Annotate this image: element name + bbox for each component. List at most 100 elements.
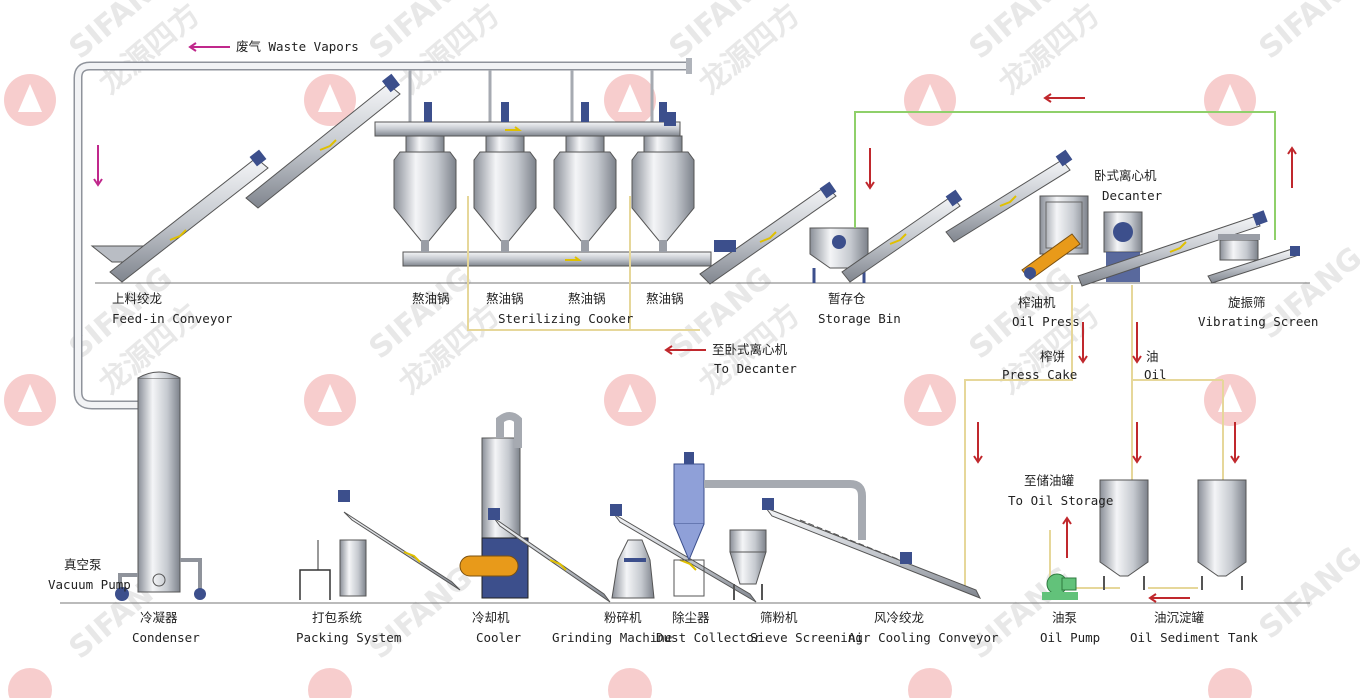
sieve-screening-label-en: Sieve Screening xyxy=(750,630,863,645)
press-cake-arrow xyxy=(1078,322,1088,364)
oil-press xyxy=(1021,195,1089,281)
oil-pump xyxy=(1042,573,1078,600)
oil-sediment-tank-1 xyxy=(1099,479,1149,590)
dust-collector xyxy=(673,452,866,597)
air-cooling-conveyor-label-cn: 风冷绞龙 xyxy=(874,610,924,625)
watermark-logo xyxy=(308,668,352,698)
watermark-logo xyxy=(908,668,952,698)
waste-vapor-pipe xyxy=(73,58,692,410)
vacuum-pump-label-en: Vacuum Pump xyxy=(48,577,131,592)
oil-pump-label-cn: 油泵 xyxy=(1052,610,1077,625)
cooker-2-label: 熬油锅 xyxy=(486,291,524,306)
sieve-screening-label-cn: 筛粉机 xyxy=(760,610,798,625)
return-down-arrow xyxy=(865,148,875,190)
watermark-logo xyxy=(904,74,956,126)
to-oil-storage-label-cn: 至储油罐 xyxy=(1024,473,1075,488)
oil-down-arrow-2 xyxy=(1230,422,1240,464)
oil-label-cn: 油 xyxy=(1146,349,1159,364)
flow-arrows xyxy=(93,42,1297,603)
vapor-down-arrow xyxy=(93,145,103,187)
watermark-logo xyxy=(304,74,356,126)
vapor-branch-pipes xyxy=(408,70,654,125)
watermark-logo xyxy=(608,668,652,698)
feed-conveyor-label-cn: 上料绞龙 xyxy=(112,291,162,306)
air-cooling-conveyor xyxy=(762,498,982,599)
waste-vapor-arrow xyxy=(188,42,230,52)
grinding-machine-label-en: Grinding Machine xyxy=(552,630,672,645)
oil-sediment-tank-label-cn: 油沉淀罐 xyxy=(1154,610,1205,625)
sterilizing-cooker-4 xyxy=(631,102,695,252)
watermark-text: SIFANG xyxy=(1253,0,1360,66)
labels: 废气 Waste Vapors 上料绞龙 Feed-in Conveyor 熬油… xyxy=(48,39,1318,645)
watermark-logo xyxy=(4,74,56,126)
oil-sediment-tank-2 xyxy=(1197,479,1247,590)
decanter-label-en: Decanter xyxy=(1102,188,1163,203)
grinding-machine-label-cn: 粉碎机 xyxy=(604,610,642,625)
cooler xyxy=(459,412,611,603)
oil-label-en: Oil xyxy=(1144,367,1167,382)
vibrating-up-arrow xyxy=(1287,146,1297,188)
vibrating-screen xyxy=(1207,234,1300,284)
watermark-logo xyxy=(1204,374,1256,426)
watermark-logo xyxy=(304,374,356,426)
to-decanter-label-cn: 至卧式离心机 xyxy=(712,342,788,357)
return-arrow xyxy=(1043,93,1085,103)
oil-down-arrow-1 xyxy=(1132,422,1142,464)
sterilizing-cooker-3 xyxy=(553,102,617,252)
watermark-text: SIFANG xyxy=(1253,540,1360,646)
press-cake-label-cn: 榨饼 xyxy=(1040,349,1065,364)
feed-in-conveyor xyxy=(90,73,401,283)
watermark-text: SIFANG xyxy=(363,560,480,666)
dust-collector-label-en: Dust Collector xyxy=(656,630,762,645)
to-oil-storage-label-en: To Oil Storage xyxy=(1008,493,1113,508)
press-cake-down-arrow xyxy=(973,422,983,464)
cooker-3-label: 熬油锅 xyxy=(568,291,606,306)
cooker-oil-lines xyxy=(467,196,700,331)
condenser-label-en: Condenser xyxy=(132,630,200,645)
waste-vapors-label: 废气 Waste Vapors xyxy=(236,39,359,54)
cooler-label-cn: 冷却机 xyxy=(472,610,510,625)
watermark-logo xyxy=(1204,74,1256,126)
storage-bin-label-en: Storage Bin xyxy=(818,311,901,326)
vibrating-screen-label-en: Vibrating Screen xyxy=(1198,314,1318,329)
storage-bin-conveyor xyxy=(699,181,837,285)
oil-storage-up-arrow xyxy=(1062,516,1072,558)
vacuum-pump-label-cn: 真空泵 xyxy=(64,557,102,572)
watermark-logo xyxy=(604,374,656,426)
cooker-top-conveyor xyxy=(374,112,681,137)
watermark-logo xyxy=(904,374,956,426)
cooker-1-label: 熬油锅 xyxy=(412,291,450,306)
condenser xyxy=(115,371,206,601)
sterilizing-cooker-label: Sterilizing Cooker xyxy=(498,311,634,326)
packing-system-label-cn: 打包系统 xyxy=(312,610,362,625)
watermark-logo xyxy=(1208,668,1252,698)
oil-press-label-en: Oil Press xyxy=(1012,314,1080,329)
sieve-screening xyxy=(729,529,767,600)
vibrating-screen-label-cn: 旋振筛 xyxy=(1228,295,1266,310)
decanter-label-cn: 卧式离心机 xyxy=(1094,168,1157,183)
vibrating-feed-conveyor xyxy=(1077,210,1268,287)
packing-system-label-en: Packing System xyxy=(296,630,401,645)
watermark-logo xyxy=(4,374,56,426)
cooler-label-en: Cooler xyxy=(476,630,522,645)
sediment-arrow xyxy=(1148,593,1190,603)
vibrating-return-line xyxy=(854,111,1276,240)
to-decanter-label-en: To Decanter xyxy=(714,361,797,376)
watermark-logo xyxy=(8,668,52,698)
cooker-bottom-conveyor xyxy=(402,251,712,267)
sterilizing-cooker-2 xyxy=(473,102,537,252)
packing-system xyxy=(299,490,461,600)
oil-press-label-cn: 榨油机 xyxy=(1018,295,1056,310)
press-feed-conveyor xyxy=(841,149,1073,283)
press-cake-label-en: Press Cake xyxy=(1002,367,1077,382)
watermark-logo xyxy=(604,74,656,126)
air-cooling-conveyor-label-en: Air Cooling Conveyor xyxy=(848,630,999,645)
oil-sediment-tank-label-en: Oil Sediment Tank xyxy=(1130,630,1258,645)
sterilizing-cooker-1 xyxy=(393,102,457,252)
dust-collector-label-cn: 除尘器 xyxy=(672,610,710,625)
cooker-4-label: 熬油锅 xyxy=(646,291,684,306)
feed-conveyor-label-en: Feed-in Conveyor xyxy=(112,311,233,326)
oil-arrow xyxy=(1132,322,1142,364)
oil-pump-label-en: Oil Pump xyxy=(1040,630,1100,645)
